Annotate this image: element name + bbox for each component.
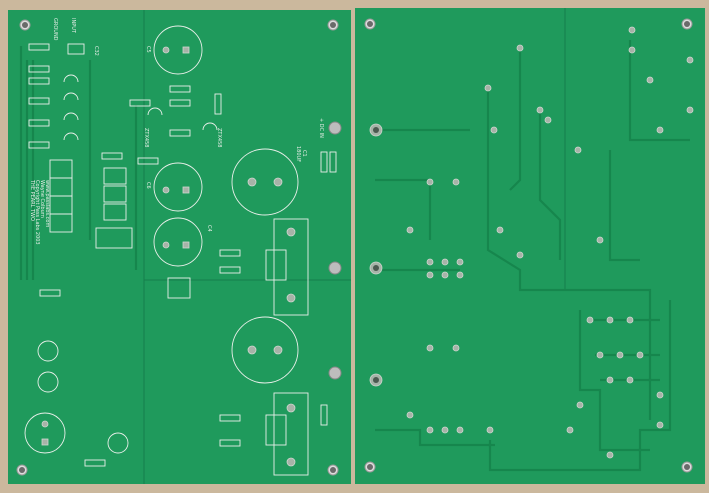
left-board: GROUND INPUT C32 C5 C1 180UF C4 C6 + DC …	[8, 10, 351, 484]
c5-label: C5	[145, 46, 151, 53]
mounting-holes-right	[364, 18, 693, 473]
model-label: THE PEARL TWO	[29, 179, 35, 221]
c6-label: C6	[145, 182, 151, 189]
vertical-traces	[19, 46, 138, 280]
input-label: INPUT	[70, 18, 76, 34]
film-caps	[49, 43, 191, 299]
ztx458-label-2: ZTX458	[216, 128, 222, 147]
site-label: www.passlabs.com	[44, 180, 50, 227]
dc-in-terminals	[328, 121, 342, 380]
ground-label: GROUND	[52, 18, 58, 41]
mounting-holes	[16, 19, 339, 476]
c4-label: C4	[206, 225, 212, 232]
resistors	[28, 43, 337, 467]
c1-label: C1	[301, 150, 307, 157]
c1-value: 180UF	[295, 146, 301, 162]
right-board	[355, 8, 705, 484]
c32-label: C32	[93, 46, 99, 56]
credit-label: Wayne Colburn	[39, 180, 45, 218]
dc-in-label: + DC IN	[318, 118, 324, 138]
copyright-label: Copyright Pass Labs 2003	[34, 180, 40, 245]
pads	[369, 26, 694, 459]
transistors	[63, 74, 218, 141]
ztx458-label-1: ZTX458	[143, 128, 149, 147]
capacitors	[24, 25, 299, 454]
heatsink-pads	[265, 218, 309, 476]
